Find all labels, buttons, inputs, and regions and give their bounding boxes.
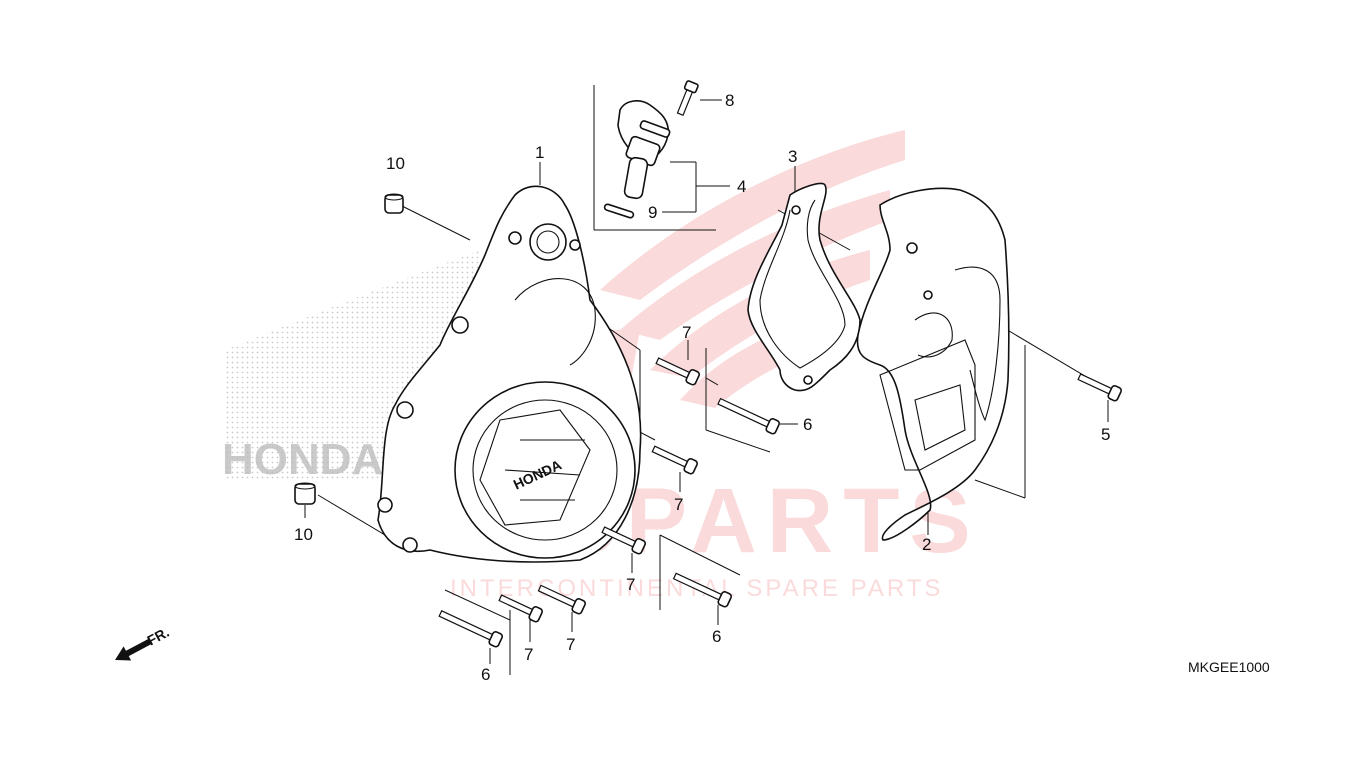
bolt-7-upper — [655, 357, 701, 386]
bolt-5 — [1077, 373, 1123, 402]
callout-7-center: 7 — [674, 495, 683, 514]
callout-7-lower-mid: 7 — [566, 635, 575, 654]
callout-8: 8 — [725, 91, 734, 110]
dowel-pin-upper — [384, 193, 404, 214]
bolt-8 — [676, 80, 699, 117]
callout-10-lower: 10 — [294, 525, 313, 544]
callout-4: 4 — [737, 177, 746, 196]
front-direction-indicator: FR. — [115, 624, 172, 661]
front-arrow-icon — [115, 638, 152, 661]
generator-cover: HONDA — [377, 185, 642, 563]
bolt-6-lower-left — [438, 609, 504, 648]
sensor-o-ring — [603, 203, 635, 219]
diagram-code: MKGEE1000 — [1188, 659, 1270, 675]
dowel-pin-lower — [294, 482, 316, 505]
callout-3: 3 — [788, 147, 797, 166]
cover-gasket — [747, 182, 861, 392]
callout-2: 2 — [922, 535, 931, 554]
bolt-7-lower-mid — [537, 584, 587, 615]
speed-sensor — [617, 100, 671, 200]
sprocket-cover — [856, 187, 1010, 541]
callout-7-lower-left: 7 — [524, 645, 533, 664]
callout-10-upper: 10 — [386, 154, 405, 173]
callout-7-lower-right: 7 — [626, 575, 635, 594]
bolt-7-lower-left — [498, 594, 544, 623]
bolt-6-lower-right — [672, 572, 733, 608]
callout-7-upper: 7 — [682, 323, 691, 342]
dotted-brand-text: HONDA — [222, 435, 383, 484]
callout-6-lower-left: 6 — [481, 665, 490, 684]
callout-6-middle: 6 — [803, 415, 812, 434]
callout-6-lower-right: 6 — [712, 627, 721, 646]
callout-1: 1 — [535, 143, 544, 162]
bolt-6-middle — [717, 397, 781, 435]
bolt-7-lower-right — [601, 526, 647, 555]
callout-5: 5 — [1101, 425, 1110, 444]
bolt-7-center — [651, 445, 699, 475]
callout-9: 9 — [648, 203, 657, 222]
callouts: 1 2 3 4 5 6 6 6 7 7 7 7 7 8 9 10 10 — [294, 91, 1110, 684]
